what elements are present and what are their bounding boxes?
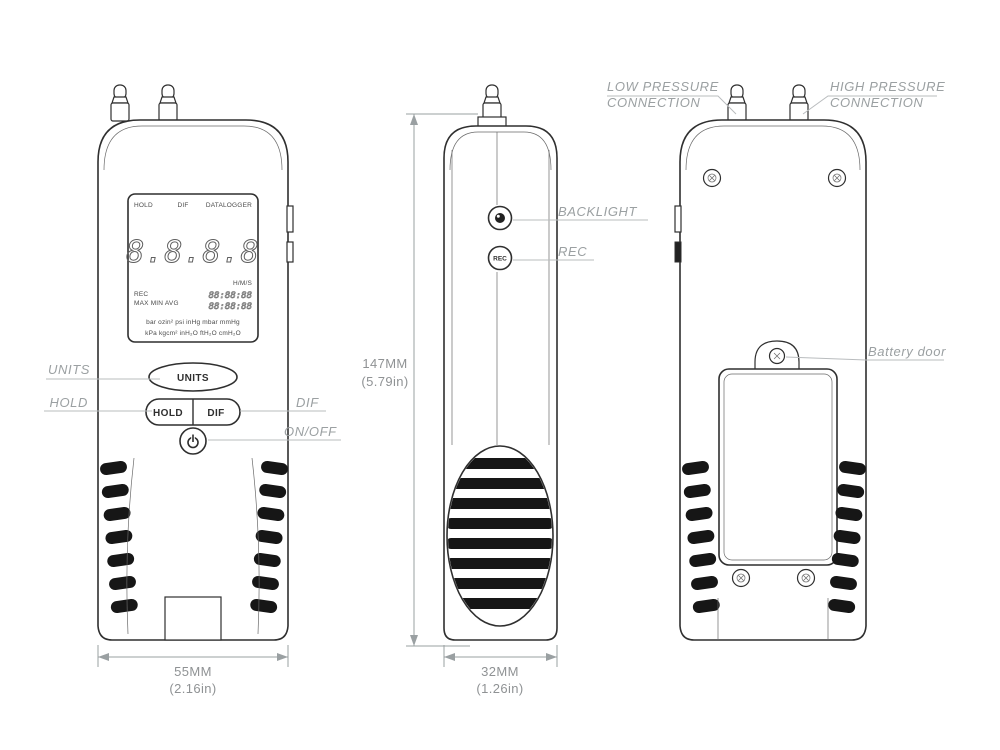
- front-width-dimension-in: (2.16in): [169, 681, 216, 696]
- lcd-clock-bottom: 88:88:88: [209, 302, 252, 312]
- backlight-callout: BACKLIGHT: [558, 204, 638, 219]
- dif-button-label: DIF: [207, 408, 224, 419]
- screw-top-right: [827, 168, 847, 188]
- rec-callout: REC: [558, 244, 587, 259]
- screw-top-left: [702, 168, 722, 188]
- units-button-label: UNITS: [177, 373, 209, 384]
- back-port-high-pressure: [789, 84, 809, 122]
- front-grip-left: [100, 460, 138, 614]
- lcd-units-row1: bar ozin² psi inHg mbar mmHg: [146, 319, 240, 326]
- back-port-low-pressure: [727, 84, 747, 122]
- front-port-left: [110, 84, 130, 122]
- backlight-button[interactable]: [487, 205, 513, 231]
- screw-bottom-left: [731, 568, 751, 588]
- lcd-rec-indicator: REC: [134, 291, 148, 298]
- height-dimension-in: (5.79in): [361, 374, 408, 389]
- back-side-button-lower: [674, 241, 682, 263]
- back-side-button-upper: [674, 205, 682, 233]
- high-pressure-callout-line2: CONNECTION: [830, 95, 923, 110]
- units-callout: UNITS: [48, 362, 90, 377]
- rec-button[interactable]: REC: [487, 245, 513, 271]
- hold-callout: HOLD: [49, 395, 88, 410]
- lcd-clock-top: 88:88:88: [209, 291, 252, 301]
- height-dimension-mm: 147MM: [362, 356, 407, 371]
- lcd-datalogger-indicator: DATALOGGER: [206, 202, 252, 209]
- lcd-display: HOLD DIF DATALOGGER 8.8.8.8 H/M/S REC MA…: [126, 193, 259, 343]
- front-side-button-lower: [286, 241, 294, 263]
- front-side-button-upper: [286, 205, 294, 233]
- lcd-hold-indicator: HOLD: [134, 202, 153, 209]
- onoff-callout: ON/OFF: [284, 424, 337, 439]
- screw-bottom-right: [796, 568, 816, 588]
- dimension-side-width: 32MM (1.26in): [443, 645, 558, 696]
- dimension-height: 147MM (5.79in): [361, 113, 478, 647]
- back-grip-left: [682, 460, 720, 614]
- front-width-dimension-mm: 55MM: [174, 664, 212, 679]
- back-grip-right: [828, 460, 866, 614]
- dif-callout: DIF: [296, 395, 319, 410]
- battery-door[interactable]: [718, 340, 838, 566]
- lcd-dif-indicator: DIF: [177, 202, 188, 209]
- battery-door-callout: Battery door: [868, 344, 946, 359]
- hold-dif-buttons[interactable]: HOLD DIF: [145, 398, 241, 426]
- hold-button-label: HOLD: [153, 408, 183, 419]
- front-bottom-slot: [164, 596, 222, 641]
- battery-door-leader-line: [785, 356, 944, 361]
- units-button[interactable]: UNITS: [148, 362, 238, 392]
- back-view: [674, 84, 867, 641]
- lcd-hms-indicator: H/M/S: [233, 280, 253, 287]
- power-button[interactable]: [179, 427, 207, 455]
- low-pressure-leader-line: [607, 95, 737, 115]
- dimension-front-width: 55MM (2.16in): [97, 645, 289, 696]
- high-pressure-leader-line: [802, 95, 937, 115]
- lcd-units-row2: kPa kgcm² inH₂O ftH₂O cmH₂O: [145, 330, 241, 337]
- side-width-dimension-mm: 32MM: [481, 664, 519, 679]
- side-width-dimension-in: (1.26in): [476, 681, 523, 696]
- lcd-main-digits: 8.8.8.8: [126, 235, 259, 270]
- side-grip: [446, 445, 554, 627]
- lcd-maxminavg-indicator: MAX MIN AVG: [134, 300, 179, 307]
- low-pressure-callout-line1: LOW PRESSURE: [607, 79, 719, 94]
- side-view: REC: [443, 84, 558, 641]
- high-pressure-callout-line1: HIGH PRESSURE: [830, 79, 945, 94]
- side-port: [477, 84, 507, 128]
- low-pressure-callout-line2: CONNECTION: [607, 95, 700, 110]
- rec-button-label: REC: [493, 256, 507, 263]
- backlight-icon: [495, 213, 505, 223]
- front-view: HOLD DIF DATALOGGER 8.8.8.8 H/M/S REC MA…: [97, 84, 294, 641]
- callouts: UNITS HOLD DIF ON/OFF BACKLIGHT REC LOW …: [44, 79, 946, 441]
- front-port-right: [158, 84, 178, 122]
